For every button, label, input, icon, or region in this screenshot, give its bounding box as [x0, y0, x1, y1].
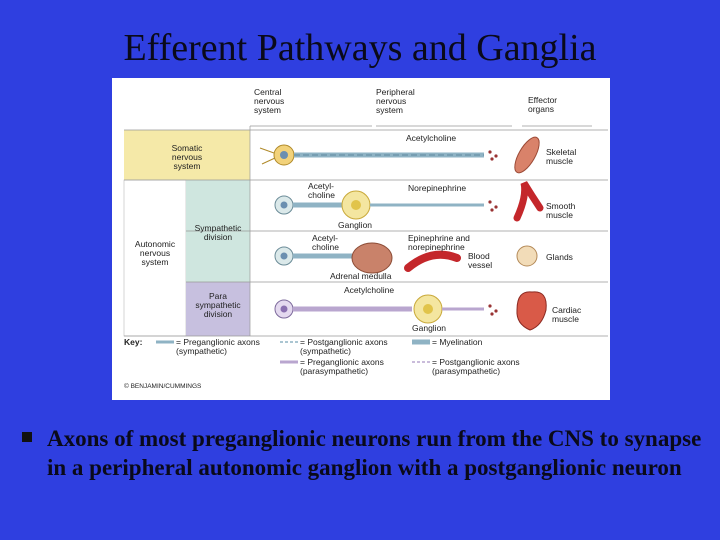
label-acetylcholine-para: Acetylcholine: [344, 285, 395, 295]
glands-icon: [516, 245, 538, 267]
somatic-band: [124, 130, 250, 180]
autonomic-band: [123, 179, 187, 337]
slide-title: Efferent Pathways and Ganglia: [123, 27, 597, 69]
skeletal-muscle-icon: [514, 136, 540, 174]
label-acetylcholine-adrenal: Acetyl-choline: [312, 233, 339, 252]
label-norepinephrine: Norepinephrine: [408, 183, 467, 193]
label-adrenal-medulla: Adrenal medulla: [330, 271, 392, 281]
key-myelination: = Myelination: [432, 337, 483, 347]
sympathetic-neuron-2: [274, 242, 461, 274]
key-post-sym: = Postganglionic axons(sympathetic): [300, 337, 388, 356]
label-acetylcholine-sym: Acetyl-choline: [308, 181, 335, 200]
key-post-para: = Postganglionic axons(parasympathetic): [432, 357, 520, 376]
copyright: © BENJAMIN/CUMMINGS: [124, 383, 202, 390]
bullet-text: Axons of most preganglionic neurons run …: [47, 426, 702, 480]
parasympathetic-neuron: [274, 294, 498, 324]
smooth-muscle-icon: [513, 181, 544, 222]
somatic-neuron: [259, 144, 498, 166]
label-glands: Glands: [546, 252, 573, 262]
cardiac-muscle-icon: [516, 291, 547, 331]
blood-vessel-icon: [404, 250, 461, 272]
parasympathetic-band: [186, 282, 250, 336]
label-ganglion-1: Ganglion: [338, 220, 373, 230]
sympathetic-neuron-1: [274, 190, 498, 220]
key-title: Key:: [124, 337, 143, 347]
bullet-square-icon: [22, 432, 32, 442]
label-ganglion-2: Ganglion: [412, 323, 447, 333]
diagram-graphics: [123, 125, 608, 364]
label-acetylcholine-somatic: Acetylcholine: [406, 133, 457, 143]
key-pre-sym: = Preganglionic axons(sympathetic): [176, 337, 260, 356]
key-pre-para: = Preganglionic axons(parasympathetic): [300, 357, 384, 376]
